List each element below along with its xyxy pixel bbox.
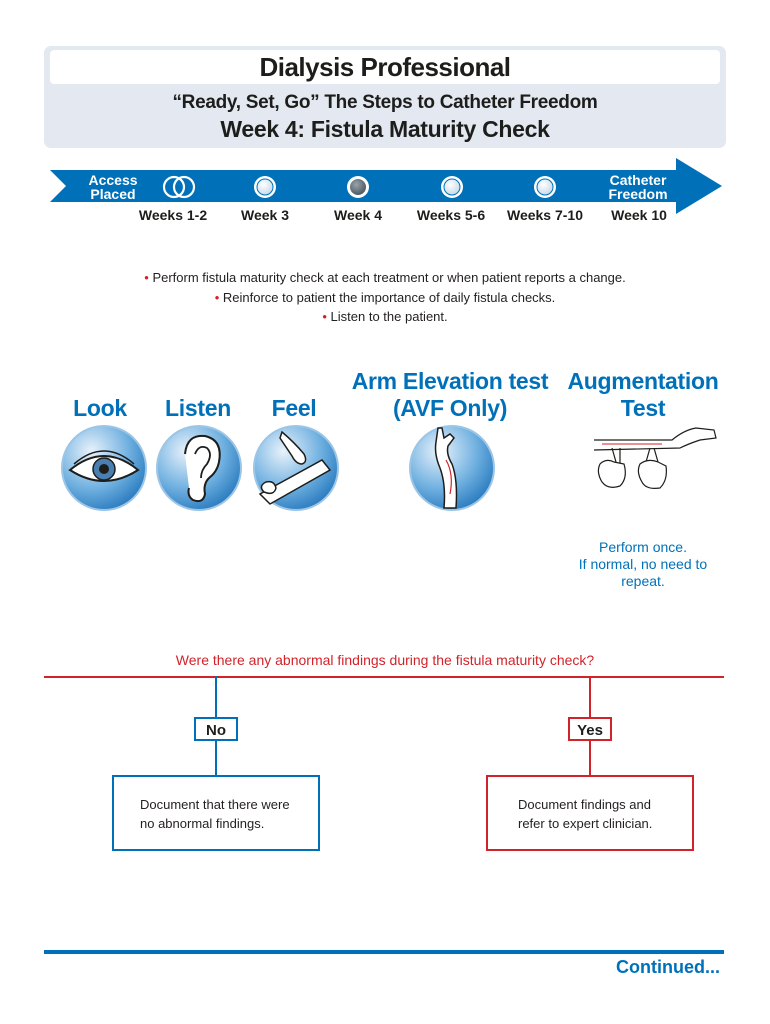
week-7-10-dot <box>534 176 556 198</box>
timeline-arrow <box>50 158 722 214</box>
page-subtitle: “Ready, Set, Go” The Steps to Catheter F… <box>172 92 598 113</box>
instruction-item: • Reinforce to patient the importance of… <box>214 289 556 305</box>
hand-on-arm-icon <box>253 425 339 511</box>
yes-action-box: Document findings and refer to expert cl… <box>486 775 694 851</box>
arm-elevation-label: Arm Elevation test (AVF Only) <box>351 368 549 421</box>
augmentation-note: Perform once. If normal, no need to repe… <box>578 539 708 589</box>
week-label: Week 3 <box>241 207 289 223</box>
week-4-dot <box>347 176 369 198</box>
week-5-6-dot <box>441 176 463 198</box>
ear-icon <box>156 425 242 511</box>
yes-label: Yes <box>568 717 612 741</box>
eye-icon <box>61 425 147 511</box>
decision-divider <box>44 676 724 678</box>
instruction-item: • Perform fistula maturity check at each… <box>144 270 626 285</box>
access-placed-label: Access Placed <box>88 172 138 202</box>
yes-connector-top <box>589 676 591 718</box>
feel-label: Feel <box>271 395 317 421</box>
week-label: Weeks 7-10 <box>506 207 583 223</box>
no-label: No <box>194 717 238 741</box>
week-label: Weeks 1-2 <box>138 207 208 223</box>
look-label: Look <box>73 395 127 421</box>
raised-arm-icon <box>409 425 495 511</box>
yes-connector-bottom <box>589 741 591 776</box>
augmentation-test-illustration <box>593 427 717 489</box>
augmentation-label: Augmentation Test <box>567 368 719 421</box>
catheter-freedom-label: Catheter Freedom <box>608 172 668 202</box>
instruction-list: • Perform fistula maturity check at each… <box>0 268 770 327</box>
no-action-box: Document that there were no abnormal fin… <box>112 775 320 851</box>
week-3-dot <box>254 176 276 198</box>
listen-label: Listen <box>165 395 231 421</box>
week-label: Weeks 5-6 <box>416 207 486 223</box>
page-title: Dialysis Professional <box>50 50 720 84</box>
no-connector-top <box>215 676 217 718</box>
access-placed-icon <box>162 175 196 199</box>
week-label: Week 10 <box>611 207 667 223</box>
no-connector-bottom <box>215 741 217 776</box>
week-label: Week 4 <box>334 207 382 223</box>
footer-rule <box>44 950 724 954</box>
continued-label: Continued... <box>616 957 720 977</box>
week-title: Week 4: Fistula Maturity Check <box>220 116 550 142</box>
instruction-item: • Listen to the patient. <box>322 309 448 324</box>
decision-question: Were there any abnormal findings during … <box>175 652 595 668</box>
